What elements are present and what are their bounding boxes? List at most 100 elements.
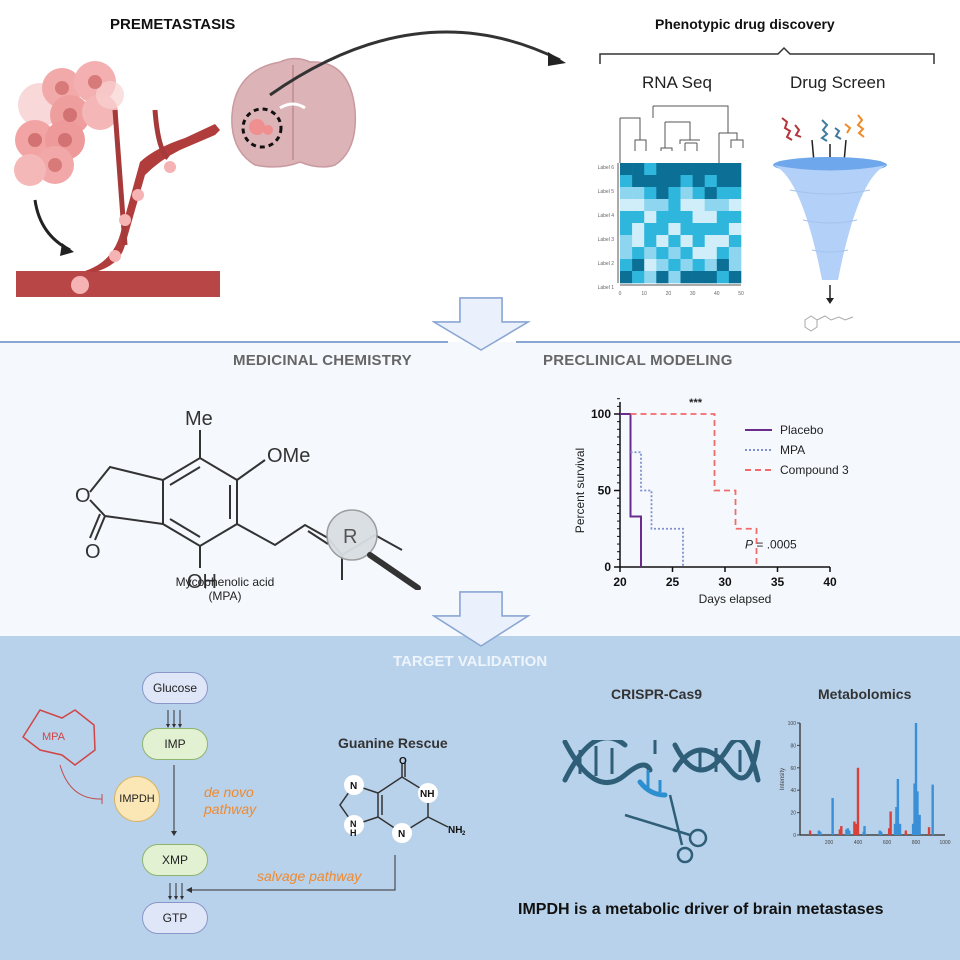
heatmap-cell — [644, 187, 657, 200]
heatmap-cell — [632, 175, 645, 188]
heatmap-cell — [644, 211, 657, 224]
mpa-molecule-icon — [22, 709, 96, 766]
heatmap-cell — [620, 175, 633, 188]
heatmap-cell — [644, 163, 657, 176]
divider-line — [0, 341, 448, 343]
heatmap-cell — [644, 199, 657, 212]
heatmap-cell — [680, 163, 693, 176]
heatmap-cell — [668, 163, 681, 176]
legend-label: Compound 3 — [780, 463, 849, 477]
heatmap-x-tick: 10 — [641, 291, 647, 297]
heatmap-cell — [716, 271, 730, 284]
heatmap-cell — [728, 175, 742, 188]
heatmap-cell — [692, 235, 705, 248]
ms-peak-red — [808, 830, 812, 835]
drug-screen-funnel — [773, 114, 887, 332]
ms-x-tick-label: 600 — [883, 840, 892, 845]
ms-peak-red — [856, 767, 860, 835]
ms-y-tick-label: 40 — [790, 788, 796, 794]
guanine-nh-label: NH — [420, 789, 434, 800]
heatmap-cell — [692, 271, 705, 284]
guanine-o-label: O — [399, 756, 407, 767]
heatmap-cell — [704, 247, 718, 260]
ms-y-tick-label: 0 — [793, 833, 796, 839]
heatmap-cell — [656, 211, 669, 224]
magnifier-icon: R — [326, 509, 421, 590]
premetastasis-title: PREMETASTASIS — [110, 16, 236, 33]
premetastasis-illustration — [14, 30, 566, 297]
heatmap-cell — [716, 199, 730, 212]
heatmap-cell — [728, 271, 742, 284]
ms-peak-blue — [846, 828, 850, 835]
heatmap-cell — [692, 259, 705, 272]
divider-line — [516, 341, 960, 343]
heatmap-cell — [680, 223, 693, 236]
atom-oh-label: OH — [187, 571, 217, 590]
ms-peak-blue — [831, 798, 834, 835]
series-line-compound-3 — [630, 413, 758, 567]
atom-o-ring-label: O — [75, 485, 91, 507]
heatmap-cell — [680, 199, 693, 212]
heatmap-cell — [704, 211, 718, 224]
heatmap-cell — [644, 271, 657, 284]
ms-peak-blue — [896, 779, 900, 835]
x-tick-label: 20 — [613, 575, 627, 589]
curved-arrow-icon — [33, 199, 71, 252]
heatmap-cell — [656, 247, 669, 260]
x-tick-label: 40 — [823, 575, 837, 589]
heatmap-cell — [656, 271, 669, 284]
heatmap-cell — [668, 247, 681, 260]
de-novo-line2: pathway — [204, 801, 257, 817]
heatmap-cell — [704, 259, 718, 272]
heatmap-cell — [728, 187, 742, 200]
heatmap-cell — [680, 271, 693, 284]
brain-icon — [231, 57, 357, 168]
heatmap-cell — [704, 187, 718, 200]
heatmap-cell — [716, 235, 730, 248]
y-tick-label: 50 — [598, 484, 612, 498]
heatmap-cell — [680, 175, 693, 188]
heatmap-cell — [632, 187, 645, 200]
heatmap-row-label: Label 4 — [598, 213, 615, 219]
scissors-icon — [624, 794, 708, 864]
series-line-mpa — [630, 451, 684, 567]
ms-peak-blue — [817, 830, 821, 835]
guanine-rescue-title: Guanine Rescue — [338, 735, 448, 751]
heatmap-cell — [620, 199, 633, 212]
x-tick-label: 35 — [771, 575, 785, 589]
heatmap-cell — [728, 223, 742, 236]
heatmap-cell — [728, 259, 742, 272]
heatmap-cell — [692, 247, 705, 260]
mpa-chemical-structure: Me OMe OH O O R — [75, 408, 421, 590]
ms-peak-blue — [916, 791, 919, 835]
guanine-nh-left-n: N — [350, 819, 357, 829]
heatmap-cell — [704, 199, 718, 212]
guanine-n-left-label: N — [350, 781, 357, 792]
ms-y-tick-label: 20 — [790, 811, 796, 817]
heatmap-cell — [716, 259, 730, 272]
series-line-placebo — [620, 413, 642, 567]
heatmap-cell — [716, 247, 730, 260]
rna-seq-label: RNA Seq — [642, 73, 712, 92]
heatmap-cell — [728, 247, 742, 260]
guanine-nh-left-h: H — [350, 828, 357, 838]
y-tick-label: 0 — [604, 560, 611, 574]
heatmap-cell — [692, 223, 705, 236]
ms-y-tick-label: 100 — [788, 721, 797, 727]
mass-spec-chart: 0204060801002004006008001000m/zIntensity — [780, 721, 951, 845]
heatmap-cell — [704, 163, 718, 176]
ms-peak-blue — [895, 807, 898, 835]
ms-peak-blue — [913, 783, 916, 835]
heatmap-x-tick: 30 — [690, 291, 696, 297]
heatmap-cell — [716, 223, 730, 236]
heatmap-cell — [620, 235, 633, 248]
heatmap-cell — [668, 187, 681, 200]
heatmap-cell — [680, 235, 693, 248]
heatmap-cell — [620, 163, 633, 176]
heatmap-cell — [620, 271, 633, 284]
r-group-label: R — [343, 526, 357, 548]
phenotypic-title: Phenotypic drug discovery — [655, 16, 835, 32]
heatmap-cell — [716, 211, 730, 224]
heatmap-cell — [680, 247, 693, 260]
